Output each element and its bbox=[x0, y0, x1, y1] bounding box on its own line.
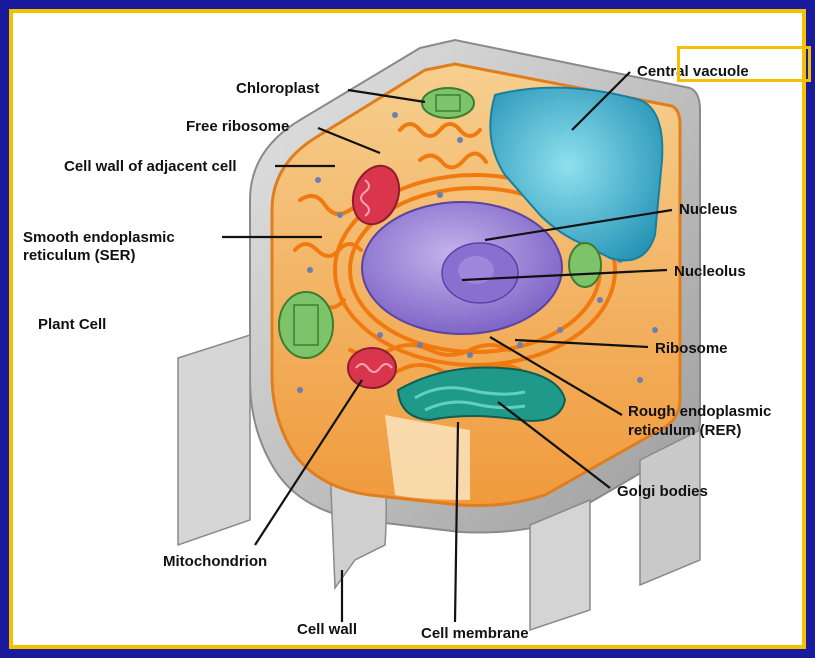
label-nucleus: Nucleus bbox=[679, 201, 737, 218]
label-ser-line2: reticulum (SER) bbox=[23, 247, 136, 264]
label-golgi: Golgi bodies bbox=[617, 483, 708, 500]
label-cell-wall: Cell wall bbox=[297, 621, 357, 638]
label-chloroplast: Chloroplast bbox=[236, 80, 319, 97]
label-rer-line1: Rough endoplasmic bbox=[628, 403, 771, 420]
label-ribosome: Ribosome bbox=[655, 340, 728, 357]
label-free-ribosome: Free ribosome bbox=[186, 118, 289, 135]
nucleus-shape bbox=[362, 202, 562, 334]
highlight-box bbox=[677, 46, 811, 82]
label-mitochondrion: Mitochondrion bbox=[163, 553, 267, 570]
label-ser-line1: Smooth endoplasmic bbox=[23, 229, 175, 246]
label-cell-wall-adjacent: Cell wall of adjacent cell bbox=[64, 158, 237, 175]
label-plant-cell: Plant Cell bbox=[38, 316, 106, 333]
label-cell-membrane: Cell membrane bbox=[421, 625, 529, 642]
label-rer-line2: reticulum (RER) bbox=[628, 422, 741, 439]
label-nucleolus: Nucleolus bbox=[674, 263, 746, 280]
